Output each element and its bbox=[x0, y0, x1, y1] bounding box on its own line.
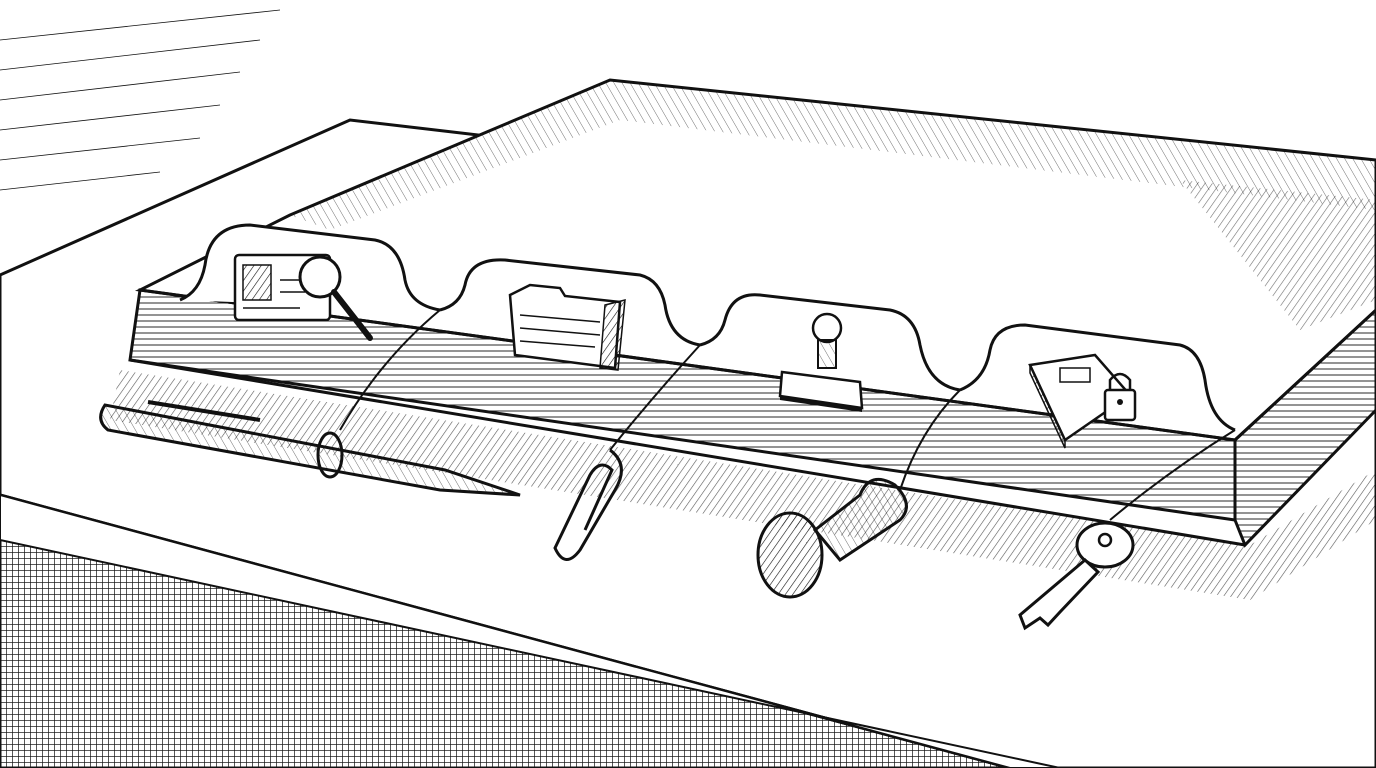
rubber-stamp bbox=[756, 477, 908, 599]
file-folder-icon bbox=[508, 283, 626, 371]
pen bbox=[99, 400, 521, 497]
rubber-stamp-icon bbox=[778, 312, 864, 412]
tether-strings bbox=[339, 309, 1236, 521]
tab-locked-book bbox=[959, 323, 1236, 449]
id-card-magnifier-icon bbox=[233, 253, 373, 341]
key bbox=[1018, 521, 1135, 631]
tab-file-folder bbox=[439, 258, 701, 371]
tab-id-search bbox=[179, 223, 441, 341]
paperclip bbox=[553, 448, 623, 561]
tab-rubber-stamp bbox=[699, 293, 961, 412]
locked-book-icon bbox=[1028, 353, 1137, 449]
